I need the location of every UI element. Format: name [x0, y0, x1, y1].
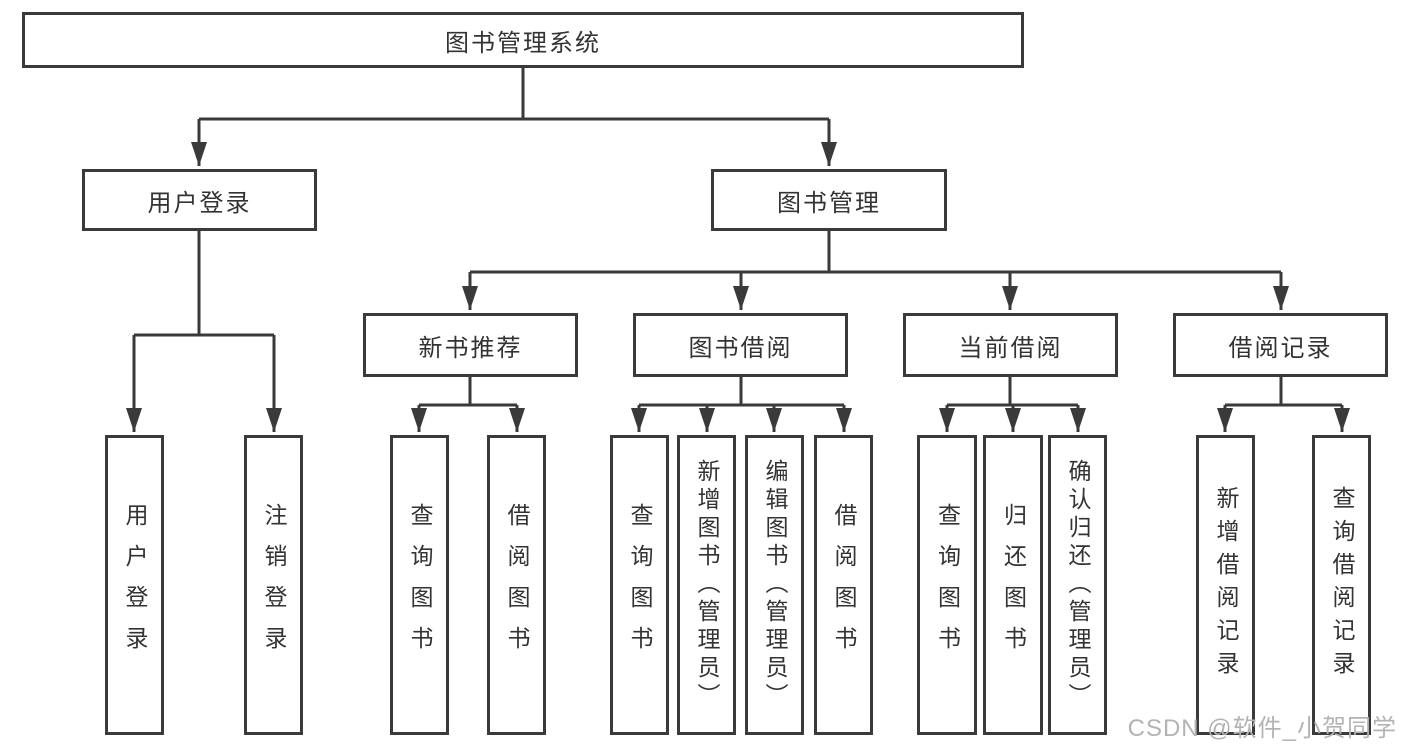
- node-label: 归还图书: [1000, 503, 1027, 667]
- node-label: 当前借阅: [958, 334, 1063, 362]
- node-borrow-records: 借阅记录: [1173, 313, 1388, 377]
- node-label: 确认归还（管理员）: [1065, 459, 1091, 711]
- node-label: 用户登录: [147, 189, 252, 217]
- node-label: 注销登录: [261, 503, 287, 667]
- node-label: 图书管理系统: [445, 29, 601, 57]
- leaf-edit-book-admin: 编辑图书（管理员）: [745, 435, 804, 735]
- leaf-user-login: 用户登录: [105, 435, 164, 735]
- node-label: 图书借阅: [688, 334, 793, 362]
- node-label: 用户登录: [122, 503, 148, 667]
- node-label: 借阅记录: [1228, 334, 1333, 362]
- node-label: 新增图书（管理员）: [694, 459, 720, 711]
- node-book-borrow: 图书借阅: [633, 313, 848, 377]
- leaf-borrow-book-recommend: 借阅图书: [487, 435, 546, 735]
- node-label: 查询借阅记录: [1329, 486, 1355, 684]
- node-label: 新书推荐: [418, 334, 523, 362]
- leaf-search-book-current: 查询图书: [917, 435, 977, 735]
- leaf-return-book: 归还图书: [983, 435, 1043, 735]
- node-label: 查询图书: [627, 503, 653, 667]
- leaf-borrow-book: 借阅图书: [814, 435, 873, 735]
- node-new-book-recommend: 新书推荐: [363, 313, 578, 377]
- node-book-management: 图书管理: [711, 169, 947, 231]
- leaf-add-book-admin: 新增图书（管理员）: [677, 435, 736, 735]
- node-root-system: 图书管理系统: [22, 12, 1024, 68]
- leaf-search-borrow-record: 查询借阅记录: [1312, 435, 1371, 735]
- leaf-confirm-return-admin: 确认归还（管理员）: [1048, 435, 1107, 735]
- node-user-login: 用户登录: [82, 169, 317, 231]
- node-current-borrow: 当前借阅: [903, 313, 1118, 377]
- node-label: 新增借阅记录: [1213, 486, 1239, 684]
- leaf-search-book-recommend: 查询图书: [390, 435, 449, 735]
- node-label: 图书管理: [777, 189, 881, 217]
- node-label: 编辑图书（管理员）: [762, 459, 788, 711]
- leaf-logout: 注销登录: [244, 435, 303, 735]
- leaf-add-borrow-record: 新增借阅记录: [1196, 435, 1255, 735]
- node-label: 借阅图书: [831, 503, 857, 667]
- node-label: 借阅图书: [504, 503, 530, 667]
- leaf-search-book-borrow: 查询图书: [610, 435, 669, 735]
- node-label: 查询图书: [934, 503, 961, 667]
- node-label: 查询图书: [407, 503, 433, 667]
